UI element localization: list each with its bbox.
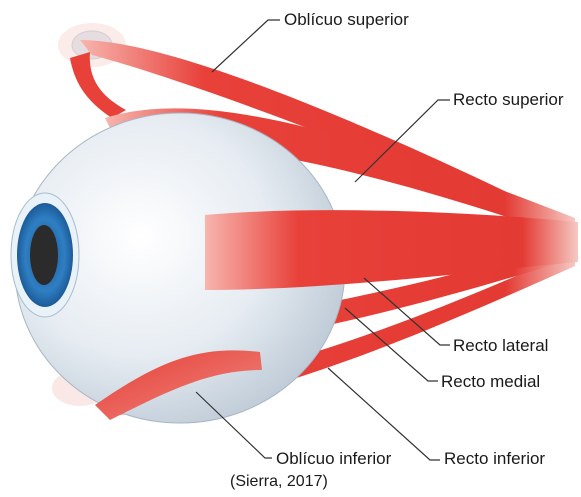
label-obliquo-inferior: Oblícuo inferior: [276, 450, 391, 467]
label-obliquo-superior: Oblícuo superior: [284, 11, 409, 28]
label-recto-superior: Recto superior: [453, 91, 564, 108]
label-recto-medial: Recto medial: [441, 373, 540, 390]
caption: (Sierra, 2017): [230, 473, 328, 491]
leader-recto-inferior: [328, 368, 440, 460]
label-recto-inferior: Recto inferior: [444, 450, 545, 467]
label-recto-lateral: Recto lateral: [453, 337, 548, 354]
pupil: [30, 225, 58, 285]
leader-obliquo-superior: [212, 20, 280, 72]
